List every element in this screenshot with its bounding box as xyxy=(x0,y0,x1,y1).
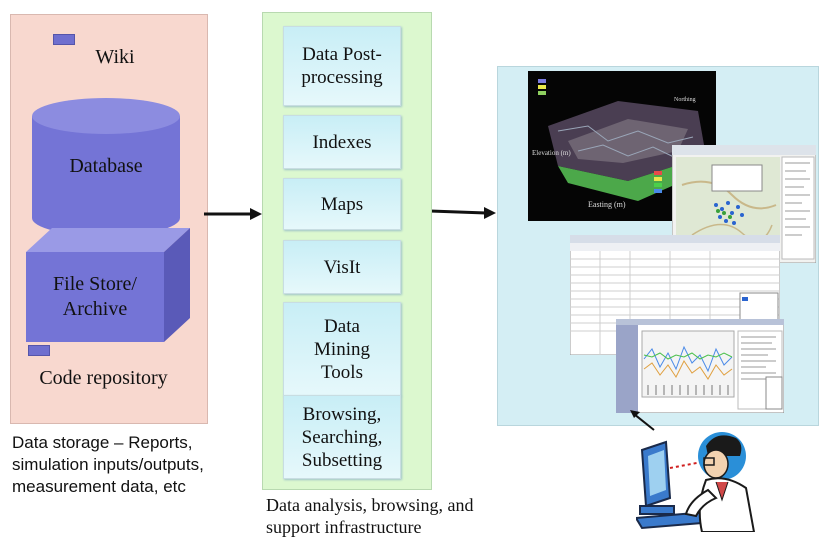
tool-browsing-searching-subsetting: Browsing,Searching,Subsetting xyxy=(283,395,401,479)
storage-caption-line2: simulation inputs/outputs, xyxy=(12,455,204,474)
storage-caption-line3: measurement data, etc xyxy=(12,477,186,496)
elevation-axis-label: Elevation (m) xyxy=(532,149,571,157)
visualization-panel: Elevation (m) Easting (m) Northing xyxy=(497,66,819,426)
user-at-computer-icon xyxy=(636,432,756,532)
tool-label-line: Maps xyxy=(320,193,364,215)
file-store-label-line1: File Store/ xyxy=(53,273,137,295)
analysis-panel: Data Post-processing Indexes Maps VisIt … xyxy=(262,12,432,490)
analysis-caption: Data analysis, browsing, and support inf… xyxy=(266,494,526,538)
tool-label-line: Browsing, xyxy=(302,403,382,425)
file-store-label-line2: Archive xyxy=(62,298,128,320)
tool-label-line: Tools xyxy=(321,361,363,383)
file-store-box-icon xyxy=(26,228,190,342)
arrow-analysis-to-visualization xyxy=(430,207,496,219)
tool-visit: VisIt xyxy=(283,240,401,294)
tool-maps: Maps xyxy=(283,178,401,230)
database-label: Database xyxy=(69,155,143,177)
code-repository-label: Code repository xyxy=(39,367,168,389)
northing-axis-label: Northing xyxy=(674,97,696,103)
tool-label-line: Data xyxy=(324,315,360,337)
storage-caption: Data storage – Reports, simulation input… xyxy=(12,432,252,498)
analysis-caption-line2: support infrastructure xyxy=(266,517,422,537)
tool-label-line: VisIt xyxy=(323,256,361,278)
storage-caption-line1: Data storage – Reports, xyxy=(12,433,193,452)
tool-indexes: Indexes xyxy=(283,115,401,169)
tool-label-line: Mining xyxy=(314,338,370,360)
tool-label-line: Data Post- xyxy=(302,44,382,65)
time-series-screenshot xyxy=(616,319,784,413)
wiki-icon xyxy=(53,34,75,45)
tool-label-line: Indexes xyxy=(312,131,372,153)
tool-label-line: processing xyxy=(301,67,383,88)
file-store-label: File Store/ Archive xyxy=(26,272,164,322)
arrow-storage-to-analysis xyxy=(204,208,262,220)
tool-label-line: Searching, xyxy=(301,426,383,448)
pointer-arrow xyxy=(630,410,655,431)
code-repository-icon xyxy=(28,345,50,356)
tool-data-post-processing: Data Post-processing xyxy=(283,26,401,106)
tool-label-line: Subsetting xyxy=(301,449,383,471)
analysis-caption-line1: Data analysis, browsing, and xyxy=(266,495,474,515)
database-cylinder-icon xyxy=(32,98,180,236)
easting-axis-label: Easting (m) xyxy=(588,200,626,209)
wiki-label: Wiki xyxy=(95,46,135,68)
